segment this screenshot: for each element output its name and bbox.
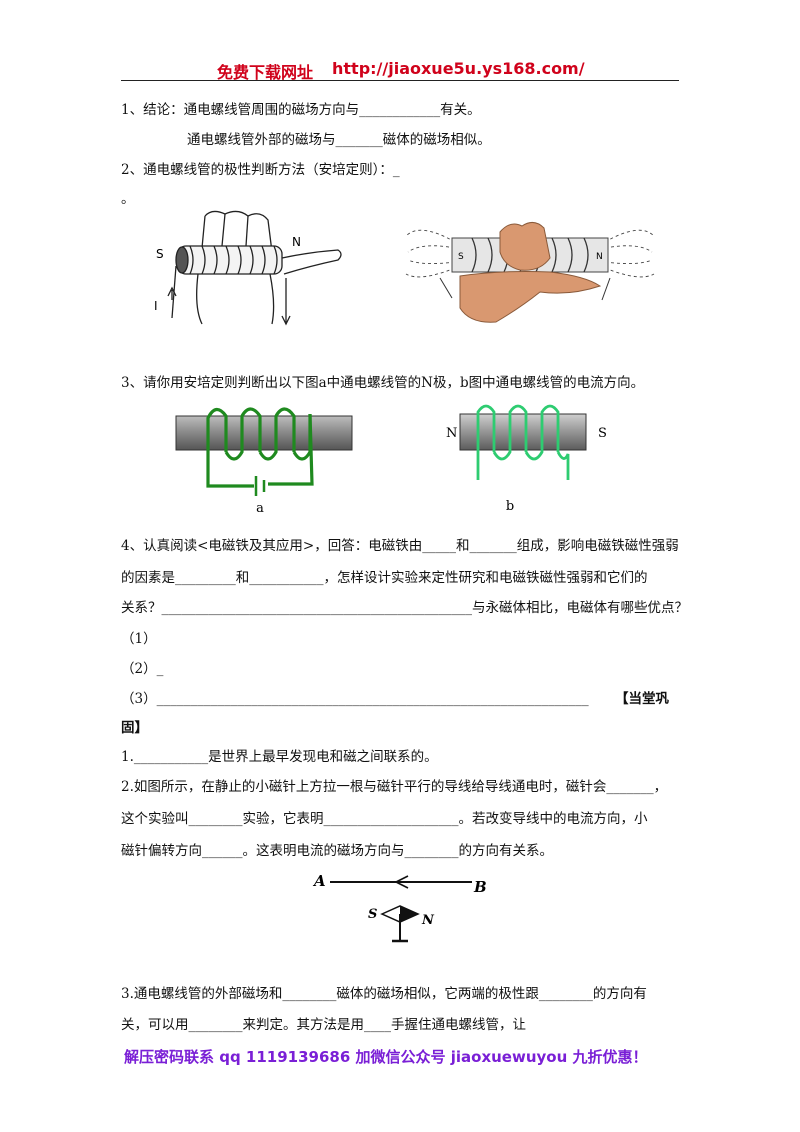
section-heading-part1: 【当堂巩 — [615, 691, 669, 707]
c1-line: 1.___________是世界上最早发现电和磁之间联系的。 — [121, 749, 438, 765]
footer-contact: 解压密码联系 qq 1119139686 加微信公众号 jiaoxuewuyou… — [124, 1048, 648, 1066]
hand2-n-label: N — [596, 252, 603, 262]
header-url[interactable]: http://jiaoxue5u.ys168.com/ — [332, 59, 585, 78]
c3-line: 3.通电螺线管的外部磁场和________磁体的磁场相似，它两端的极性跟____… — [121, 986, 647, 1002]
c2-line: 2.如图所示，在静止的小磁针上方拉一根与磁针平行的导线给导线通电时，磁针会___… — [121, 779, 668, 795]
oersted-figure: A B S N — [312, 872, 487, 943]
q2-line-end: 。 — [121, 191, 135, 207]
figure-b-label: b — [506, 499, 514, 514]
right-hand-rule-figure-2: S N — [405, 222, 655, 323]
q4-item-3: （3）_____________________________________… — [121, 691, 589, 707]
hand1-n-label: N — [292, 235, 301, 249]
solenoid-figure-a: a — [175, 407, 353, 516]
needle-s-label: S — [368, 907, 377, 922]
figure-a-label: a — [256, 501, 264, 516]
wire-end-a-label: A — [312, 872, 326, 890]
q1-line-2: 通电螺线管外部的磁场与_______磁体的磁场相似。 — [187, 132, 491, 148]
header-rule — [121, 80, 679, 81]
header-free-download: 免费下载网址 — [217, 63, 314, 82]
hand1-i-label: I — [154, 299, 158, 313]
section-heading-part2: 固】 — [121, 720, 148, 736]
q4-item-2: （2）_ — [121, 661, 164, 677]
hand1-s-label: S — [156, 247, 164, 261]
c2-line-3: 磁针偏转方向______。这表明电流的磁场方向与________的方向有关系。 — [121, 843, 553, 859]
q3-line: 3、请你用安培定则判断出以下图a中通电螺线管的N极，b图中通电螺线管的电流方向。 — [121, 375, 645, 391]
q4-item-1: （1） — [121, 631, 157, 647]
q4-line-3: 关系？_____________________________________… — [121, 600, 688, 616]
q2-line: 2、通电螺线管的极性判断方法（安培定则）：_ — [121, 162, 400, 178]
hand2-s-label: S — [458, 252, 464, 262]
solenoid-figure-b: N S b — [446, 404, 607, 514]
needle-n-label: N — [421, 913, 435, 928]
wire-end-b-label: B — [473, 878, 487, 896]
q4-line: 4、认真阅读<电磁铁及其应用>，回答：电磁铁由_____和_______组成，影… — [121, 538, 679, 554]
q4-line-2: 的因素是_________和___________，怎样设计实验来定性研究和电磁… — [121, 570, 648, 586]
c3-line-2: 关，可以用________来判定。其方法是用____手握住通电螺线管，让 — [121, 1017, 526, 1033]
c2-line-2: 这个实验叫________实验，它表明____________________。… — [121, 811, 648, 827]
q1-line: 1、结论：通电螺线管周围的磁场方向与____________有关。 — [121, 102, 481, 118]
figure-b-s-label: S — [598, 426, 607, 441]
figure-b-n-label: N — [446, 426, 457, 441]
right-hand-rule-figure-1: S N I — [154, 210, 342, 326]
